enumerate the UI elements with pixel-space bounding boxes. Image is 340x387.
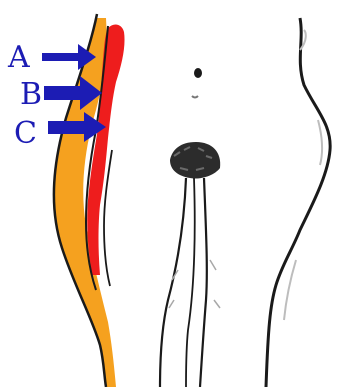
label-c: C [14,116,37,151]
deep-contour-line [104,150,112,286]
label-a: A [7,40,30,75]
abdomen-mark [192,96,198,98]
inner-thigh-left [160,178,186,387]
right-body-outline [266,18,330,387]
inner-thigh-right [200,178,207,387]
label-b: B [20,77,42,112]
right-body-shading [284,30,322,320]
inner-thigh-center [186,178,195,387]
navel [194,68,202,78]
pubic-region [170,142,220,179]
